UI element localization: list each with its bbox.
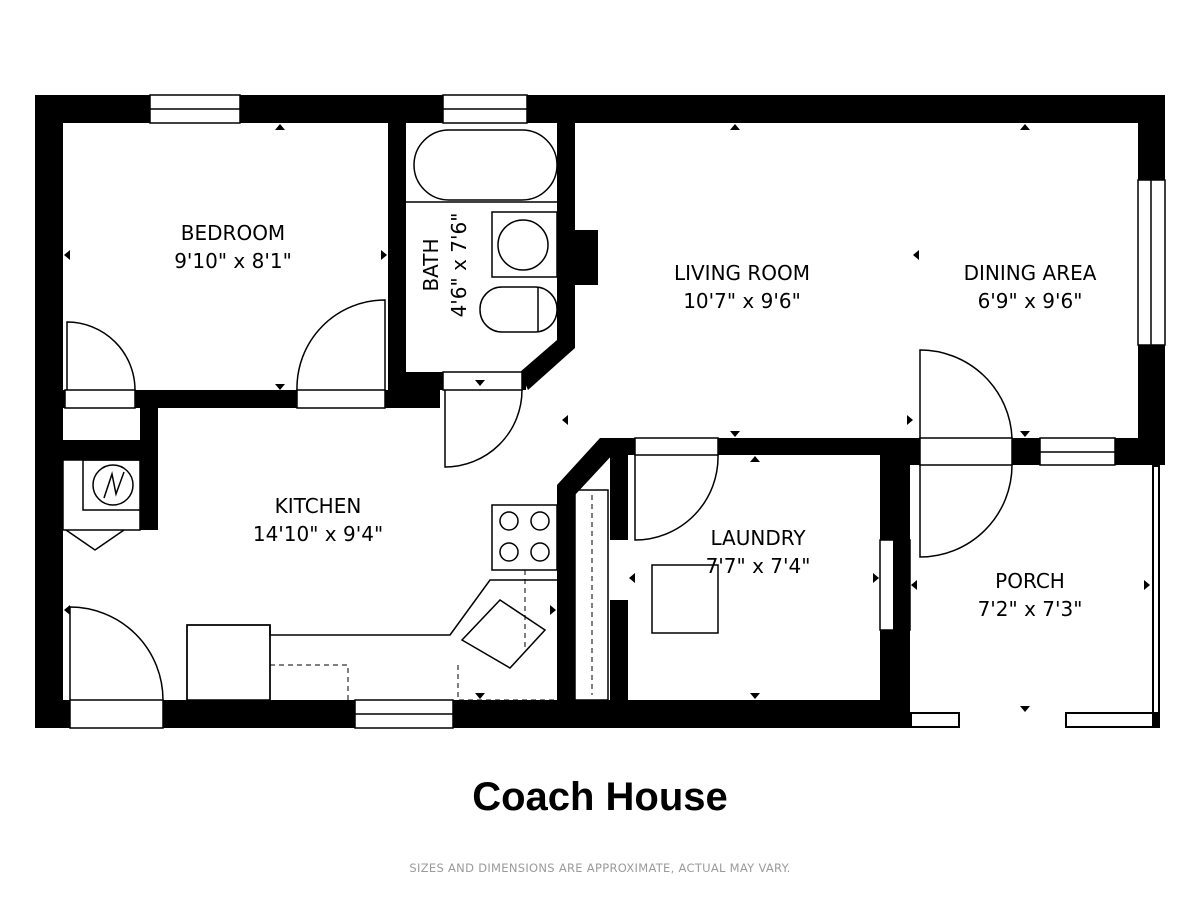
doors bbox=[65, 299, 1013, 701]
bath-sink bbox=[491, 211, 558, 278]
living-room-name: LIVING ROOM bbox=[674, 261, 810, 285]
bathtub bbox=[413, 129, 558, 201]
kitchen-name: KITCHEN bbox=[275, 494, 362, 518]
porch-walls bbox=[893, 465, 1160, 728]
water-heater bbox=[82, 459, 144, 511]
room-labels: BEDROOM 9'10" x 8'1" BATH 4'6" x 7'6" LI… bbox=[174, 213, 1097, 621]
porch-name: PORCH bbox=[995, 569, 1065, 593]
plan-title: Coach House bbox=[472, 775, 728, 819]
bedroom-size: 9'10" x 8'1" bbox=[174, 249, 292, 273]
porch-size: 7'2" x 7'3" bbox=[978, 597, 1083, 621]
windows bbox=[62, 94, 1166, 729]
toilet bbox=[479, 286, 558, 333]
dining-area-size: 6'9" x 9'6" bbox=[978, 289, 1083, 313]
fixtures bbox=[82, 129, 719, 701]
laundry-name: LAUNDRY bbox=[710, 526, 806, 550]
dining-area-name: DINING AREA bbox=[964, 261, 1097, 285]
laundry-size: 7'7" x 7'4" bbox=[706, 554, 811, 578]
bedroom-name: BEDROOM bbox=[181, 221, 285, 245]
walls bbox=[35, 95, 1165, 728]
washer bbox=[651, 564, 719, 634]
refrigerator bbox=[186, 624, 271, 701]
kitchen-size: 14'10" x 9'4" bbox=[253, 522, 383, 546]
bath-name: BATH bbox=[419, 238, 443, 291]
closet-shelf bbox=[574, 489, 609, 701]
dimension-markers bbox=[64, 124, 1150, 712]
disclaimer: SIZES AND DIMENSIONS ARE APPROXIMATE, AC… bbox=[409, 861, 790, 875]
bath-size: 4'6" x 7'6" bbox=[447, 213, 471, 318]
living-room-size: 10'7" x 9'6" bbox=[683, 289, 801, 313]
kitchen-sink bbox=[460, 599, 547, 669]
